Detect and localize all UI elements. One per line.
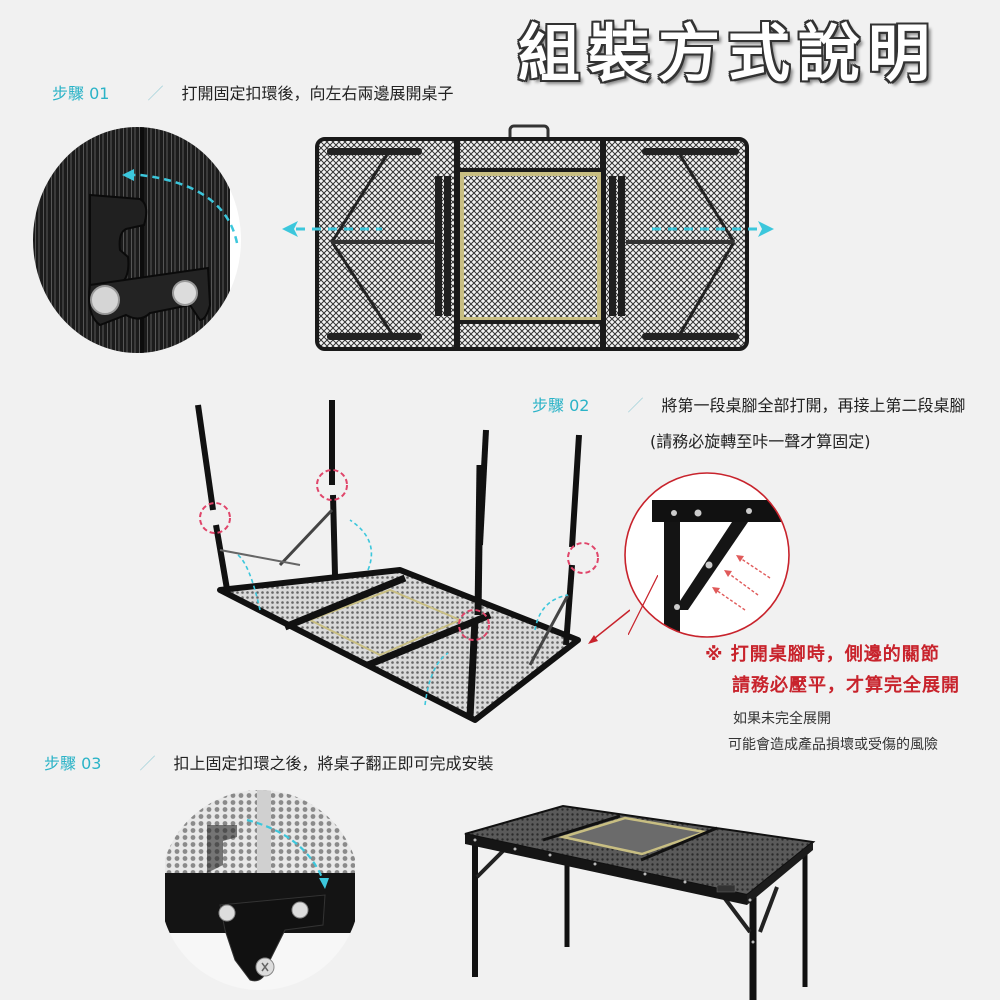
lock-arrow-icon	[246, 818, 325, 881]
page-title: 組裝方式說明	[518, 17, 939, 90]
warning-symbol: ※	[705, 644, 724, 665]
expand-left-arrow-icon	[282, 221, 382, 237]
step-03-label: 步驟 03	[44, 754, 102, 773]
expand-right-arrow-icon	[652, 221, 774, 237]
step-02-header: 步驟 02 ／ 將第一段桌腳全部打開，再接上第二段桌腳	[532, 392, 965, 416]
step-03-header: 步驟 03 ／ 扣上固定扣環之後，將桌子翻正即可完成安裝	[44, 750, 493, 774]
step-02-text: 將第一段桌腳全部打開，再接上第二段桌腳	[661, 396, 966, 415]
step-02-subtext: (請務必旋轉至咔一聲才算固定)	[650, 432, 871, 451]
step-01-text: 打開固定扣環後，向左右兩邊展開桌子	[181, 84, 454, 103]
step-03-text: 扣上固定扣環之後，將桌子翻正即可完成安裝	[173, 754, 494, 773]
warning-note-line-1: 如果未完全展開	[733, 711, 831, 727]
joint-highlight-icon	[199, 469, 599, 641]
folded-table-image	[282, 124, 777, 359]
leg-joint-closeup-image	[622, 470, 792, 640]
step-separator: ／	[627, 396, 644, 415]
assembled-table-image	[455, 792, 820, 1000]
step-separator: ／	[147, 84, 164, 103]
warning-line-2: 請務必壓平，才算完全展開	[732, 675, 960, 696]
callout-line	[628, 575, 658, 635]
warning-line-1: ※ 打開桌腳時，側邊的關節	[705, 644, 940, 665]
upside-down-table-image	[190, 395, 630, 735]
step-02-label: 步驟 02	[532, 396, 590, 415]
warning-note-line-2: 可能會造成產品損壞或受傷的風險	[728, 737, 938, 753]
step-separator: ／	[139, 754, 156, 773]
press-flat-arrow-icon	[715, 557, 771, 611]
latch-closeup-image	[30, 125, 245, 355]
fold-out-arrow-icon	[237, 519, 569, 706]
latch-locked-closeup-image	[165, 785, 355, 1000]
curved-arrow-icon	[130, 173, 239, 244]
step-01-label: 步驟 01	[52, 84, 110, 103]
step-01-header: 步驟 01 ／ 打開固定扣環後，向左右兩邊展開桌子	[52, 80, 453, 104]
